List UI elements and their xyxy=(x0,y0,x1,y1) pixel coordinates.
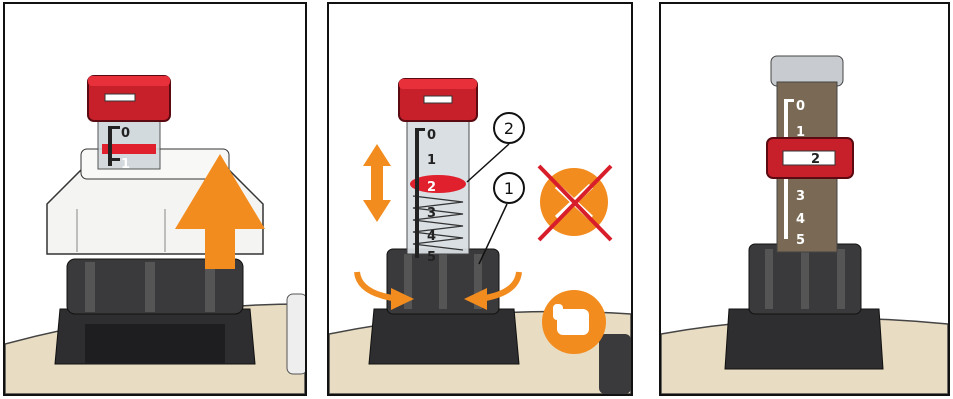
hand-icon xyxy=(542,290,606,354)
panel-lift-cap: 0 1 xyxy=(3,2,307,396)
scale-tick-3: 3 xyxy=(796,189,805,204)
scale-tick-5: 5 xyxy=(427,250,436,265)
scale-tick-0: 0 xyxy=(121,126,130,141)
scale-tick-0: 0 xyxy=(427,128,436,143)
hex-nut-lower xyxy=(369,309,519,364)
scale-tick-3: 3 xyxy=(427,206,436,221)
panel-1-illustration: 0 1 xyxy=(5,4,305,394)
hex-nut-lower xyxy=(725,309,883,369)
callout-2: 2 xyxy=(467,113,524,182)
scale-tick-5: 5 xyxy=(796,233,805,248)
scale-tick-0: 0 xyxy=(796,99,805,114)
panel-adjust-flow: 0 1 2 3 4 5 2 1 xyxy=(327,2,633,396)
scale-tick-2: 2 xyxy=(427,180,436,195)
side-connector xyxy=(287,294,305,374)
callout-1-label: 1 xyxy=(504,179,514,198)
scale-tick-1: 1 xyxy=(427,153,436,168)
scale-tick-4: 4 xyxy=(427,229,436,244)
no-tools-icon xyxy=(539,166,611,240)
callout-2-label: 2 xyxy=(504,119,514,138)
double-arrow-up-down-icon xyxy=(363,144,391,222)
scale-tick-2: 2 xyxy=(811,152,820,167)
panel-3-illustration: 0 1 3 4 5 2 xyxy=(661,4,948,394)
scale-tick-4: 4 xyxy=(796,212,805,227)
hex-nut-face xyxy=(85,324,225,364)
callout-1: 1 xyxy=(479,173,524,264)
panel-2-illustration: 0 1 2 3 4 5 2 1 xyxy=(329,4,631,394)
scale-tick-1: 1 xyxy=(121,157,130,172)
panel-locked-setting: 0 1 3 4 5 2 xyxy=(659,2,950,396)
